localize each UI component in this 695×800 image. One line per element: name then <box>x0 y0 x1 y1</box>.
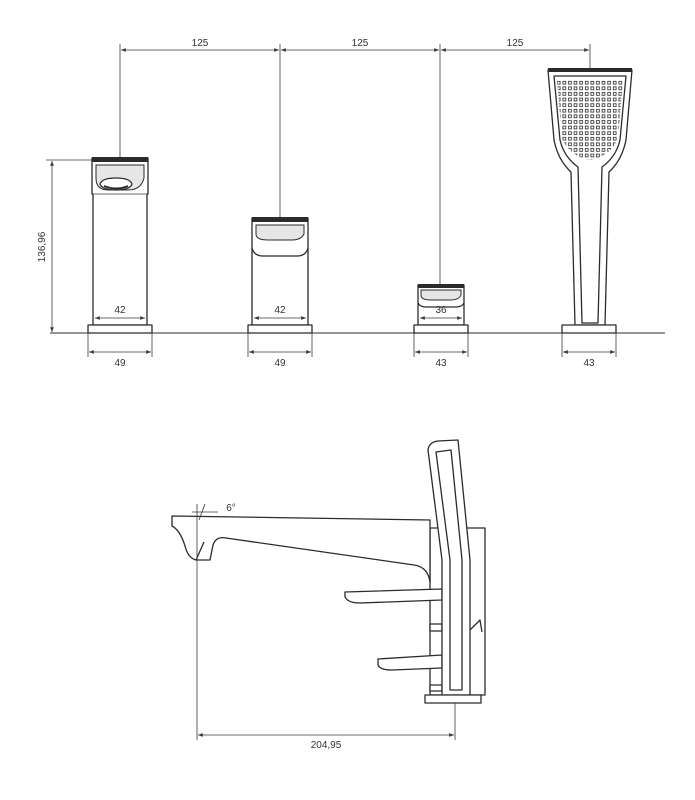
mixer-top-edge <box>252 217 308 222</box>
spacing-label-3: 125 <box>507 38 524 49</box>
diverter-lever-edge <box>417 302 465 308</box>
spout-front: 42 <box>87 157 153 334</box>
base-dimensions: 49 49 43 43 <box>87 333 617 369</box>
angle-annotation: 6° <box>192 503 236 521</box>
height-label: 136,96 <box>37 231 48 262</box>
side-body-detail <box>469 619 483 633</box>
spout-top-edge <box>92 157 148 162</box>
side-shower-handle-inner <box>435 449 463 691</box>
base-width-label-3: 43 <box>435 358 447 369</box>
side-body-detail <box>429 623 443 632</box>
side-spout <box>171 515 431 583</box>
diverter-lever-face <box>420 289 462 301</box>
mixer-lever-edge <box>251 247 309 257</box>
shower-nozzles-icon <box>557 80 623 160</box>
shower-base <box>561 324 617 334</box>
base-width-label-4: 43 <box>583 358 595 369</box>
height-dimension: 136,96 <box>37 159 92 332</box>
mixer-width-label: 42 <box>274 305 286 316</box>
diverter-top-edge <box>418 284 464 288</box>
aerator-rim <box>103 185 129 190</box>
spacing-label-2: 125 <box>352 38 369 49</box>
base-width-label-1: 49 <box>114 358 126 369</box>
side-diverter-lever <box>377 654 443 671</box>
shower-inner-outline <box>553 75 627 324</box>
spacing-dimensions: 125 125 125 <box>119 38 591 285</box>
side-view: 6° 204,95 <box>171 439 486 751</box>
hand-shower-front <box>547 68 633 334</box>
side-mixer-lever <box>344 588 443 604</box>
mixer-lever-face <box>255 224 305 241</box>
mixer-front: 42 <box>247 217 313 334</box>
spout-base <box>87 324 153 334</box>
shower-top-edge <box>548 68 632 72</box>
side-body-detail <box>429 684 443 692</box>
spout-width-label: 42 <box>114 305 126 316</box>
diverter-front: 36 <box>413 284 469 334</box>
diverter-width-label: 36 <box>435 305 447 316</box>
reach-label: 204,95 <box>311 740 342 751</box>
diverter-base <box>413 324 469 334</box>
front-view: 125 125 125 136,96 42 <box>37 38 665 369</box>
base-width-label-2: 49 <box>274 358 286 369</box>
reach-dimension: 204,95 <box>196 520 456 751</box>
mixer-base <box>247 324 313 334</box>
spacing-label-1: 125 <box>192 38 209 49</box>
side-base <box>424 694 482 704</box>
angle-label: 6° <box>226 503 236 514</box>
